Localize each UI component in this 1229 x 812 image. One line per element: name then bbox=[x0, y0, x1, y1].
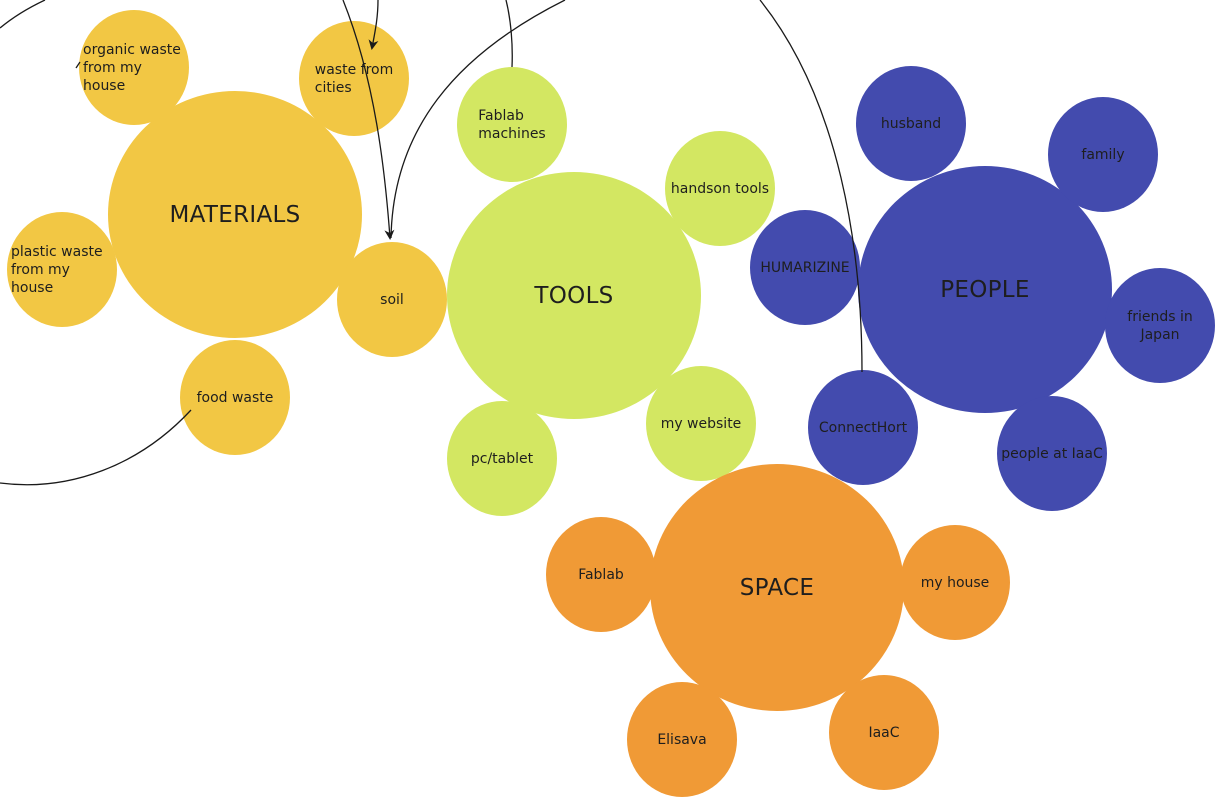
pc-tablet-node[interactable]: pc/tablet bbox=[447, 401, 557, 516]
people-at-iaac-label: people at IaaC bbox=[1001, 445, 1103, 462]
fablab-label: Fablab bbox=[578, 566, 624, 583]
people-hub[interactable]: PEOPLE bbox=[858, 166, 1112, 413]
space-label: SPACE bbox=[739, 574, 815, 601]
organic-waste-node[interactable]: organic waste from my house bbox=[79, 10, 189, 125]
connector-from-food-waste bbox=[0, 409, 192, 486]
materials-label: MATERIALS bbox=[169, 201, 301, 228]
connecthort-label: ConnectHort bbox=[818, 419, 908, 436]
soil-node[interactable]: soil bbox=[337, 242, 447, 357]
food-waste-node[interactable]: food waste bbox=[180, 340, 290, 455]
connector-top-left-arc bbox=[0, 0, 46, 29]
my-website-node[interactable]: my website bbox=[646, 366, 756, 481]
pc-tablet-label: pc/tablet bbox=[470, 450, 534, 467]
husband-label: husband bbox=[880, 115, 942, 132]
waste-from-cities-label: waste from cities bbox=[314, 61, 394, 96]
family-label: family bbox=[1081, 146, 1125, 163]
food-waste-label: food waste bbox=[196, 389, 274, 406]
plastic-waste-label: plastic waste from my house bbox=[11, 243, 103, 296]
my-house-node[interactable]: my house bbox=[900, 525, 1010, 640]
connector-to-fablab-machines bbox=[505, 0, 513, 68]
tools-label: TOOLS bbox=[534, 282, 614, 309]
materials-hub[interactable]: MATERIALS bbox=[108, 91, 362, 338]
space-hub[interactable]: SPACE bbox=[650, 464, 904, 711]
friends-in-japan-label: friends in Japan bbox=[1127, 308, 1193, 343]
soil-label: soil bbox=[380, 291, 404, 308]
humarizine-node[interactable]: HUMARIZINE bbox=[750, 210, 860, 325]
elisava-node[interactable]: Elisava bbox=[627, 682, 737, 797]
connecthort-node[interactable]: ConnectHort bbox=[808, 370, 918, 485]
fablab-node[interactable]: Fablab bbox=[546, 517, 656, 632]
iaac-label: IaaC bbox=[868, 724, 900, 741]
waste-from-cities-node[interactable]: waste from cities bbox=[299, 21, 409, 136]
fablab-machines-label: Fablab machines bbox=[478, 107, 546, 142]
handson-tools-label: handson tools bbox=[670, 180, 770, 197]
plastic-waste-node[interactable]: plastic waste from my house bbox=[7, 212, 117, 327]
iaac-node[interactable]: IaaC bbox=[829, 675, 939, 790]
people-at-iaac-node[interactable]: people at IaaC bbox=[997, 396, 1107, 511]
family-node[interactable]: family bbox=[1048, 97, 1158, 212]
my-website-label: my website bbox=[660, 415, 742, 432]
people-label: PEOPLE bbox=[940, 276, 1030, 303]
friends-in-japan-node[interactable]: friends in Japan bbox=[1105, 268, 1215, 383]
handson-tools-node[interactable]: handson tools bbox=[665, 131, 775, 246]
my-house-label: my house bbox=[920, 574, 990, 591]
husband-node[interactable]: husband bbox=[856, 66, 966, 181]
elisava-label: Elisava bbox=[657, 731, 707, 748]
organic-waste-label: organic waste from my house bbox=[83, 41, 181, 94]
fablab-machines-node[interactable]: Fablab machines bbox=[457, 67, 567, 182]
humarizine-label: HUMARIZINE bbox=[760, 259, 850, 276]
